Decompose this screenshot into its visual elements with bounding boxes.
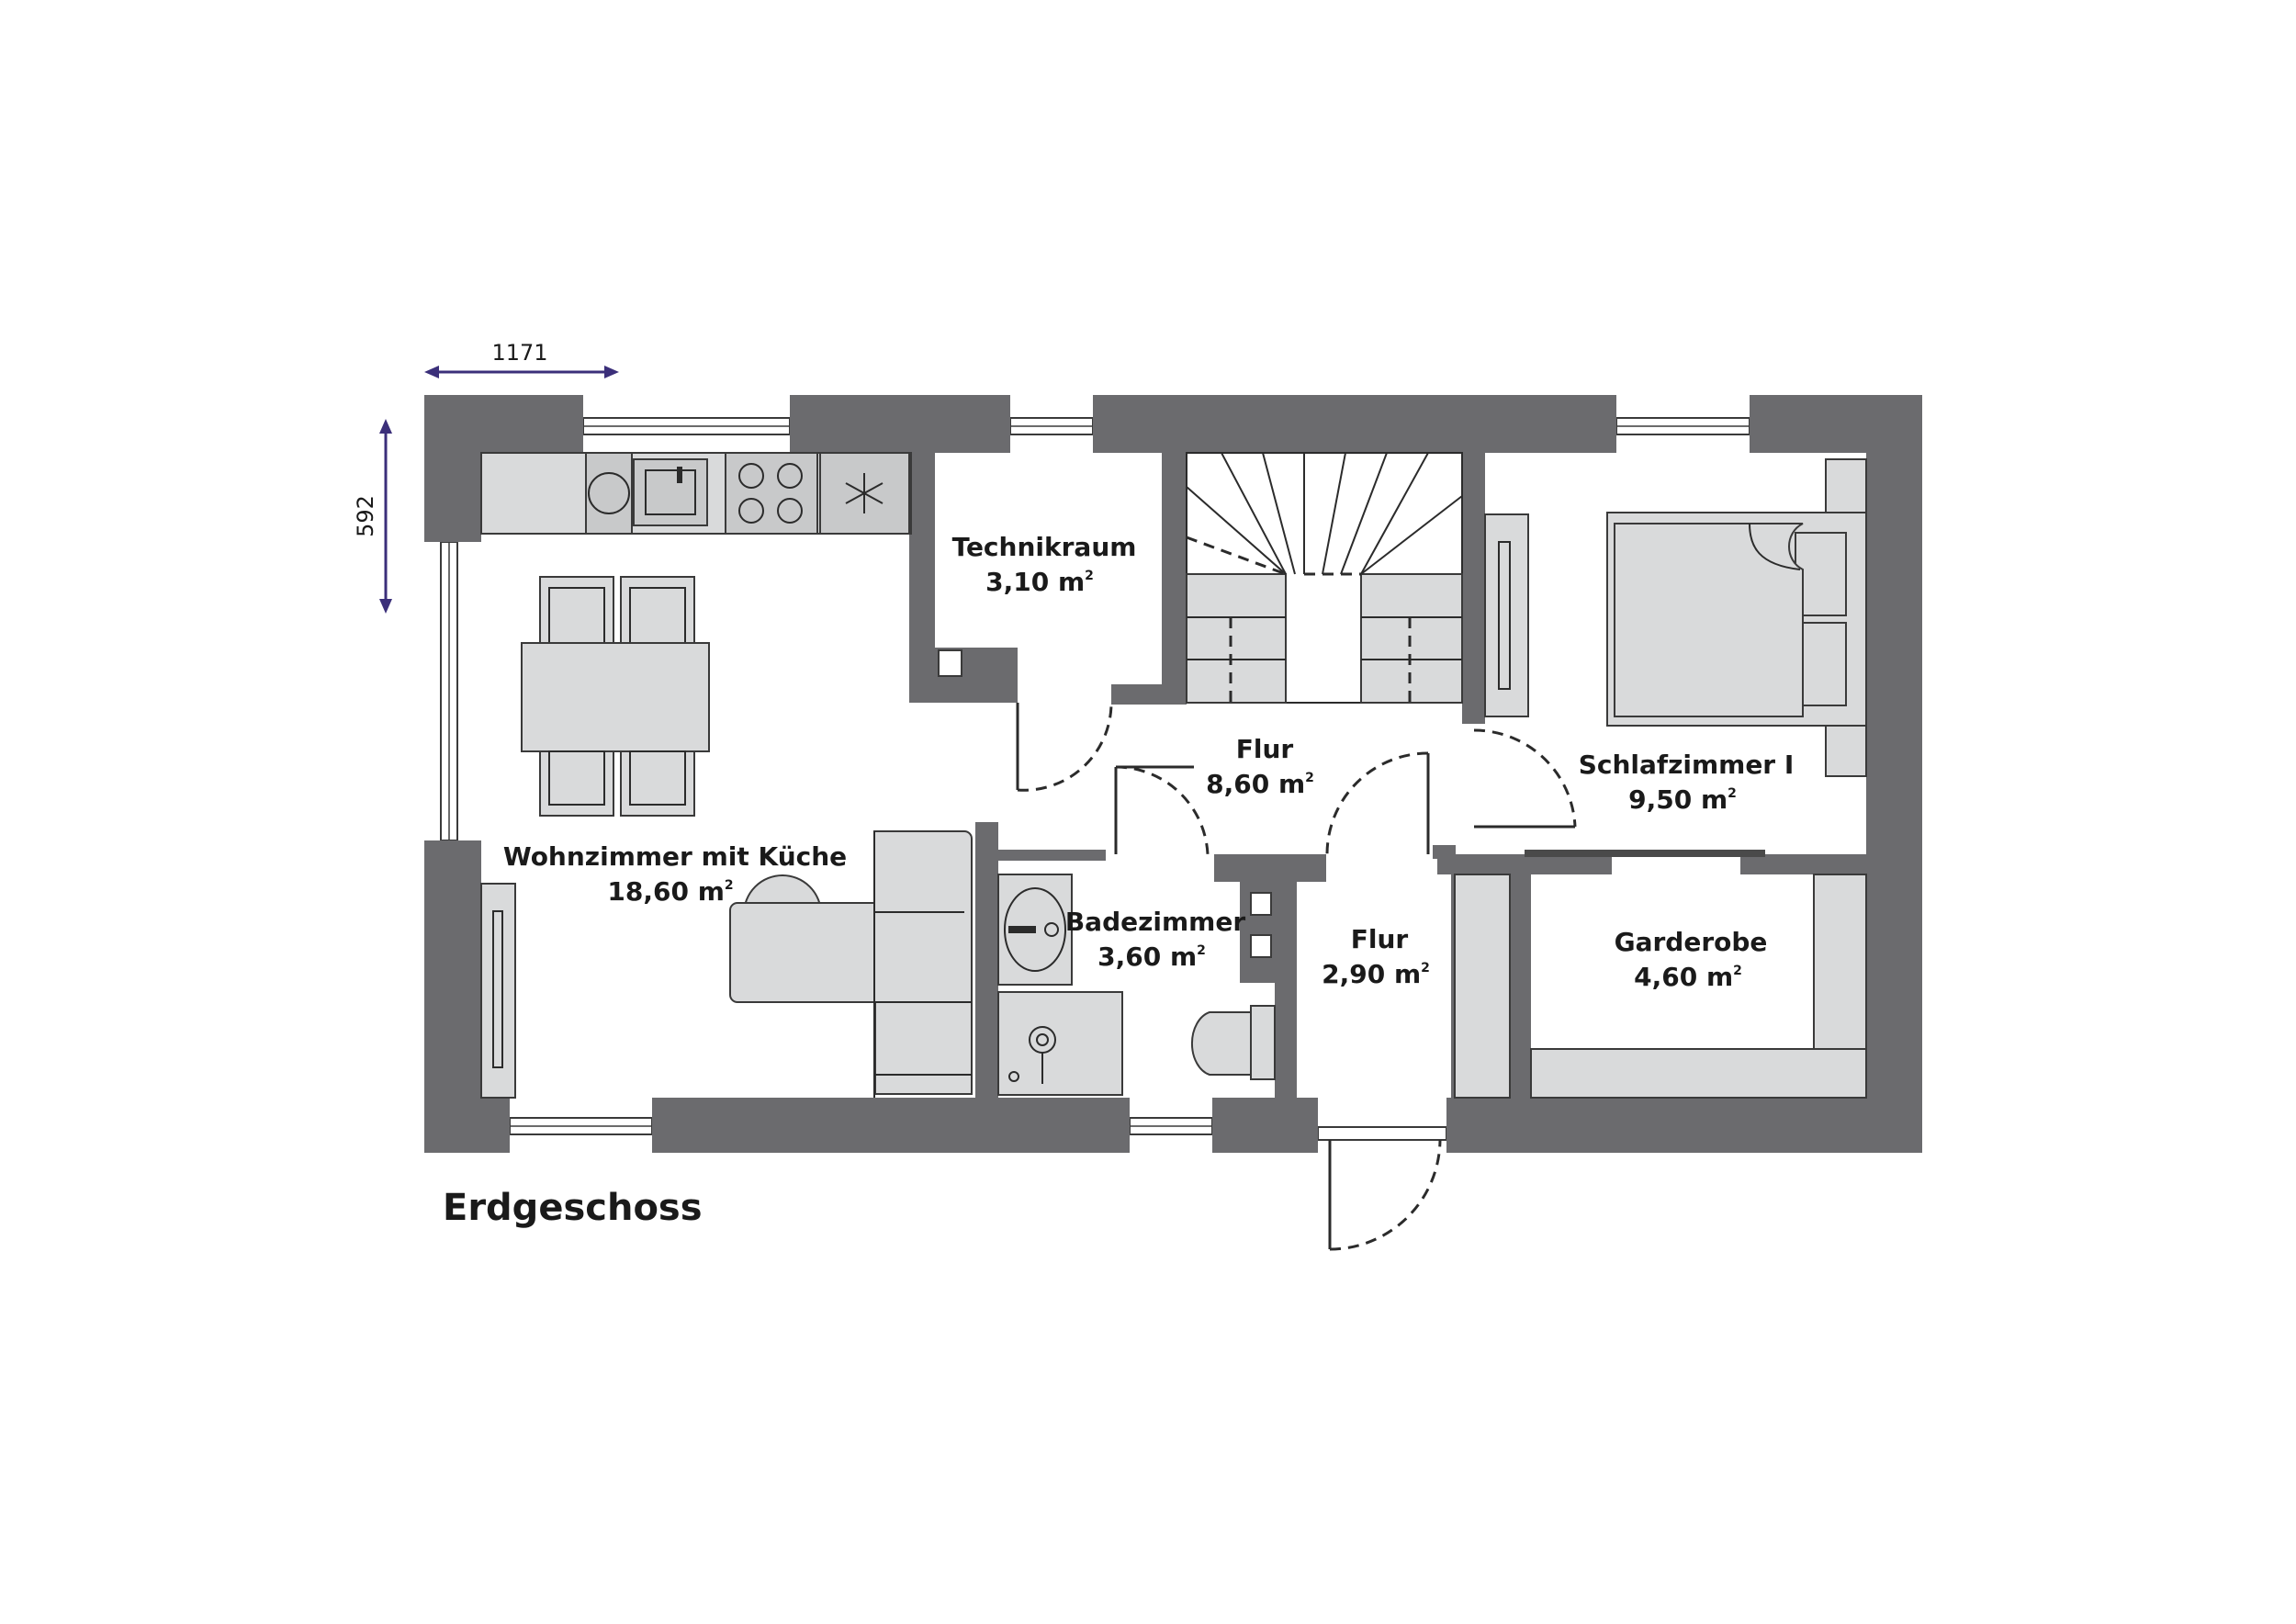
windows: [440, 417, 1750, 1141]
room-name: Flur: [1236, 734, 1294, 764]
svg-text:9,50 m2: 9,50 m2: [1628, 784, 1737, 815]
room-area-unit: 2: [1305, 771, 1314, 785]
room-label-garderobe: Garderobe 4,60 m2: [1615, 927, 1768, 992]
room-area: 2,90 m: [1322, 959, 1421, 989]
svg-text:4,60 m2: 4,60 m2: [1634, 962, 1742, 992]
room-area-unit: 2: [1085, 569, 1094, 583]
dimension-height: 592: [353, 419, 392, 614]
sideboard: [480, 883, 516, 1099]
svg-text:2,90 m2: 2,90 m2: [1322, 959, 1430, 989]
room-area: 3,60 m: [1097, 942, 1197, 972]
bedroom-wardrobe: [1484, 513, 1529, 717]
bed: [1606, 458, 1867, 777]
room-label-badezimmer: Badezimmer 3,60 m2: [1065, 907, 1246, 972]
room-label-schlafzimmer: Schlafzimmer I 9,50 m2: [1579, 750, 1795, 815]
room-area: 9,50 m: [1628, 784, 1728, 815]
room-area: 3,10 m: [985, 567, 1085, 597]
washbasin: [997, 874, 1073, 986]
svg-text:3,10 m2: 3,10 m2: [985, 567, 1094, 597]
room-label-flur-small: Flur 2,90 m2: [1322, 924, 1430, 989]
kitchen-counter: [480, 452, 912, 535]
room-area: 18,60 m: [607, 876, 725, 907]
doors: [1016, 702, 1577, 1251]
room-name: Schlafzimmer I: [1579, 750, 1795, 780]
room-name: Wohnzimmer mit Küche: [503, 841, 847, 872]
room-label-flur-main: Flur 8,60 m2: [1206, 734, 1314, 799]
svg-text:8,60 m2: 8,60 m2: [1206, 769, 1314, 799]
room-area-unit: 2: [1421, 961, 1430, 976]
room-label-technikraum: Technikraum 3,10 m2: [952, 532, 1137, 597]
shower: [997, 991, 1123, 1096]
dining-table: [521, 576, 710, 817]
room-name: Technikraum: [952, 532, 1137, 562]
room-area-unit: 2: [725, 878, 734, 893]
room-area: 8,60 m: [1206, 769, 1305, 799]
svg-text:18,60 m2: 18,60 m2: [607, 876, 733, 907]
room-name: Badezimmer: [1065, 907, 1246, 937]
svg-text:3,60 m2: 3,60 m2: [1097, 942, 1206, 972]
room-label-wohnzimmer: Wohnzimmer mit Küche 18,60 m2: [503, 841, 847, 907]
room-name: Garderobe: [1615, 927, 1768, 957]
room-name: Flur: [1351, 924, 1409, 954]
dimension-width: 1171: [424, 340, 619, 378]
room-area-unit: 2: [1733, 964, 1742, 978]
sofa: [729, 830, 973, 1098]
dimension-width-label: 1171: [491, 340, 547, 366]
room-area-unit: 2: [1728, 786, 1737, 801]
plan-title: Erdgeschoss: [443, 1187, 703, 1229]
garderobe-shelves: [1454, 874, 1867, 1099]
room-area-unit: 2: [1197, 943, 1206, 958]
staircase: [1186, 452, 1463, 704]
toilet: [1190, 1005, 1276, 1080]
snowflake-icon: [845, 473, 884, 513]
room-area: 4,60 m: [1634, 962, 1733, 992]
dimension-height-label: 592: [353, 495, 378, 537]
